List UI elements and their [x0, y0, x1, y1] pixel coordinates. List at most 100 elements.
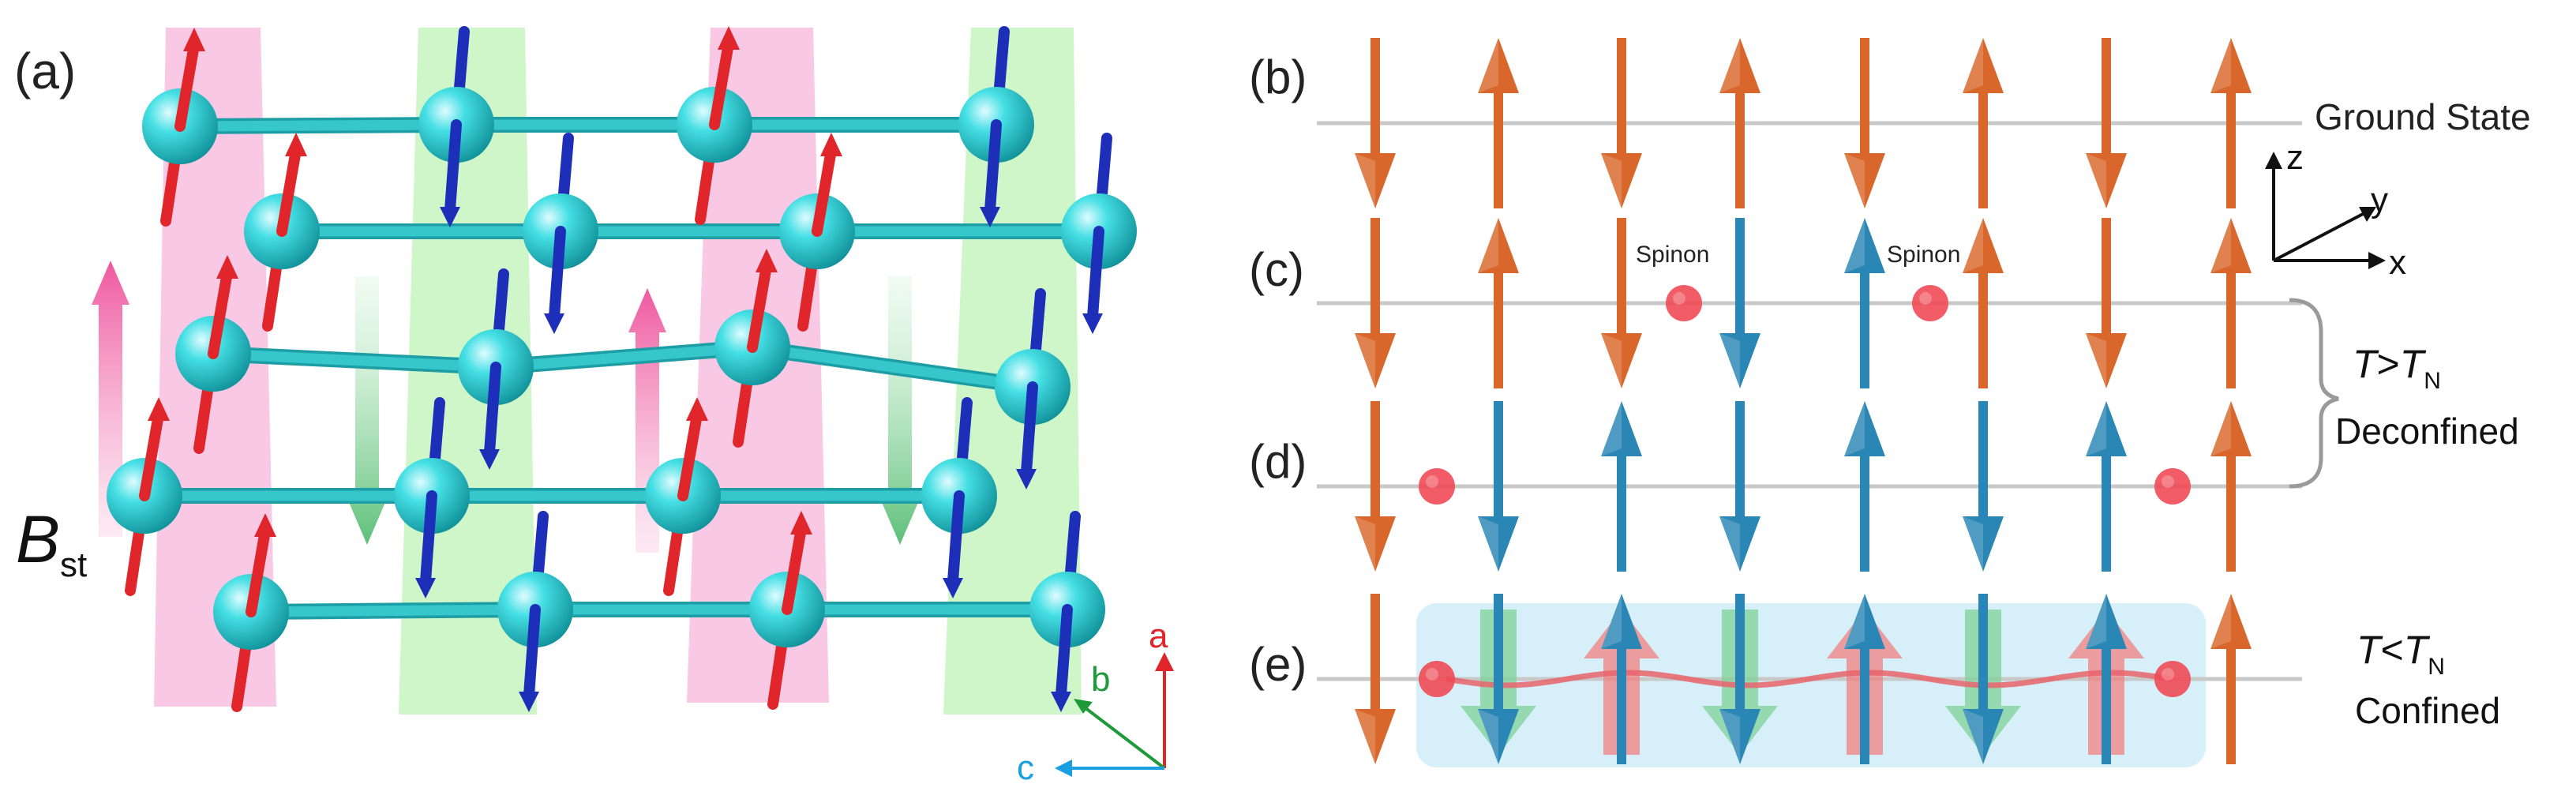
arrow-shaft — [1860, 646, 1869, 764]
atom-site-3-3 — [714, 249, 790, 448]
arrow-highlight — [1601, 401, 1622, 456]
arrow-head — [1963, 516, 2004, 572]
arrow-highlight — [1478, 218, 1498, 273]
spin-head — [254, 513, 276, 537]
arrow-shaft — [2226, 453, 2236, 572]
arrow-highlight — [2210, 218, 2231, 273]
atom-site-3-1 — [175, 255, 251, 454]
spin-e-2 — [1478, 594, 1519, 764]
arrow-shaft — [1860, 270, 1869, 388]
arrow-highlight — [1719, 709, 1740, 764]
atom-site-4-2 — [394, 397, 470, 598]
arrow-shaft — [2102, 218, 2111, 336]
bond-chain-3 — [208, 342, 1038, 392]
arrow-shaft — [1735, 90, 1745, 208]
spin-head — [820, 133, 842, 156]
arrow-head — [1844, 218, 1885, 273]
crystal-axes: a b c — [1017, 617, 1174, 787]
atom-site-5-1 — [213, 513, 289, 712]
spin-e-6 — [1963, 594, 2004, 764]
arrow-highlight — [1844, 153, 1865, 208]
atom-site-3-4 — [995, 288, 1071, 490]
arrow-highlight — [2210, 38, 2231, 93]
arrow-highlight — [2086, 333, 2106, 388]
spin-shaft — [747, 261, 772, 353]
spinon-d-1-highlight — [1426, 475, 1438, 488]
axis-b-label: b — [1091, 660, 1110, 699]
spin-b-3 — [1601, 38, 1642, 208]
bracket-deconfined — [2289, 298, 2339, 489]
atom-site-1-2 — [418, 26, 494, 227]
spin-shaft — [984, 119, 1002, 216]
panel-e-label: (e) — [1249, 638, 1307, 691]
arrow-head — [2210, 38, 2252, 93]
arrow-head — [2210, 218, 2252, 273]
atom-site-1-4 — [958, 26, 1034, 227]
arrow-head — [1963, 218, 2004, 273]
spin-shaft — [444, 119, 462, 216]
arrow-head — [1719, 709, 1760, 764]
spinon-d-1 — [1419, 468, 1455, 505]
spin-shaft — [549, 226, 566, 322]
spin-e-8 — [2210, 594, 2252, 764]
deconfined-caption: Deconfined — [2335, 411, 2519, 452]
atom-site-5-4 — [1029, 511, 1105, 712]
spin-head — [718, 26, 740, 50]
arrow-highlight — [1844, 218, 1865, 273]
spinon-label-1: Spinon — [1636, 242, 1709, 268]
arrow-highlight — [2086, 401, 2106, 456]
bond-chain-5 — [246, 604, 1073, 617]
atom-site-4-1 — [107, 397, 182, 596]
coordinate-axes: z y x — [2265, 138, 2406, 282]
arrow-head — [1963, 709, 2004, 764]
spin-shaft — [782, 523, 807, 615]
atom-site-2-3 — [779, 133, 855, 332]
arrow-head — [1355, 709, 1396, 764]
spin-shaft — [677, 409, 703, 501]
arrow-highlight — [1844, 401, 1865, 456]
confined-temperature: T<TN — [2357, 628, 2445, 680]
atom-site-4-3 — [645, 397, 721, 596]
axis-c-label: c — [1017, 748, 1034, 787]
arrow-shaft — [1617, 218, 1626, 336]
spin-head — [148, 397, 170, 421]
spin-head — [479, 449, 500, 470]
spin-c-4 — [1719, 218, 1760, 388]
spin-head — [415, 578, 436, 598]
spin-shaft — [709, 38, 734, 130]
arrow-shaft — [1978, 270, 1988, 388]
arrow-highlight — [1355, 709, 1375, 764]
arrow-highlight — [1719, 333, 1740, 388]
ground-state-caption: Ground State — [2315, 96, 2531, 137]
spin-head — [183, 28, 205, 51]
spin-head — [686, 397, 708, 421]
confining-string — [1445, 670, 2172, 688]
field-label: Bst — [16, 502, 87, 584]
arrow-shaft — [2102, 646, 2111, 764]
arrow-highlight — [2086, 594, 2106, 649]
panel-b-label: (b) — [1249, 51, 1307, 103]
spin-head — [980, 207, 1000, 227]
spin-c-6 — [1963, 218, 2004, 388]
coord-z-label: z — [2286, 138, 2304, 177]
arrow-head — [1355, 333, 1396, 388]
atom-site-1-3 — [677, 26, 752, 225]
spin-b-7 — [2086, 38, 2127, 208]
spin-shaft — [139, 409, 164, 501]
arrow-shaft — [1370, 594, 1380, 712]
spinon-e-1-highlight — [1426, 668, 1438, 681]
arrow-head — [1478, 709, 1519, 764]
arrow-highlight — [1478, 516, 1498, 572]
arrow-head — [2086, 594, 2127, 649]
coord-y-label: y — [2371, 181, 2388, 219]
arrow-highlight — [1355, 153, 1375, 208]
arrow-shaft — [1494, 401, 1503, 520]
atom-site-5-2 — [497, 511, 573, 712]
staggered-field-arrows — [92, 261, 919, 553]
chain-bonds — [137, 117, 1107, 620]
arrow-highlight — [1355, 333, 1375, 388]
spin-shaft — [1056, 604, 1073, 700]
spinon-d-2-highlight — [2162, 475, 2174, 488]
arrow-shaft — [1735, 218, 1745, 336]
